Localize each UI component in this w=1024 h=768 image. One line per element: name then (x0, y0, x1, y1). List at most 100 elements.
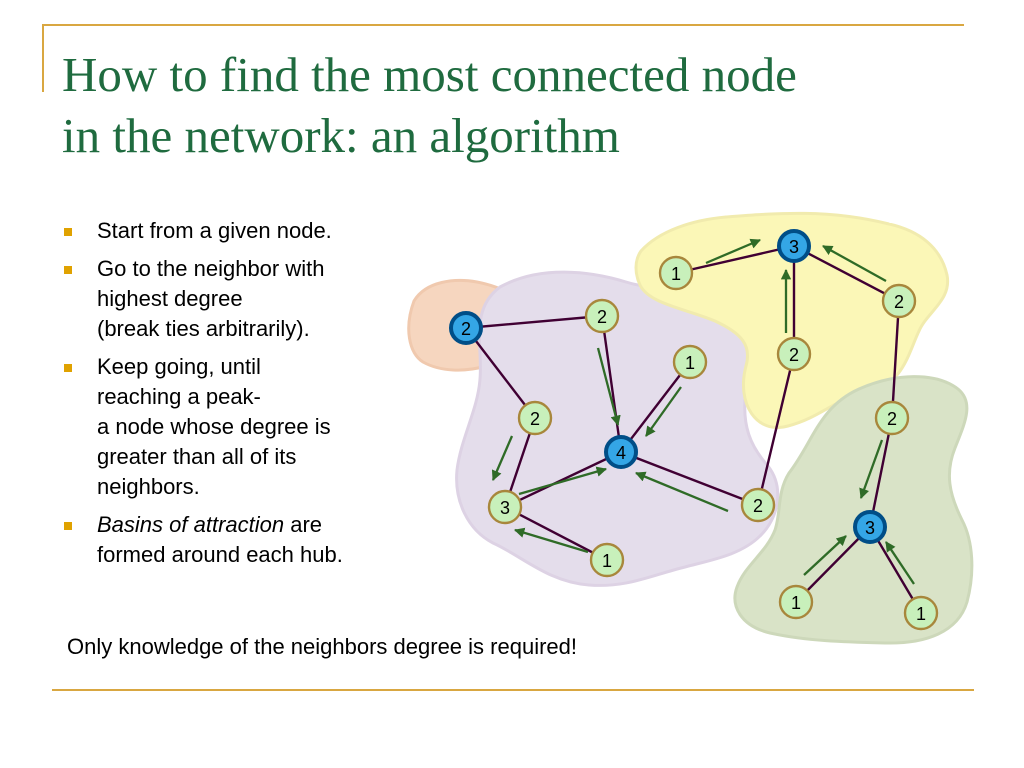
node-circle (776, 336, 812, 372)
node-circle (903, 595, 939, 631)
node-degree-label: 1 (685, 353, 695, 373)
basins-emphasis: Basins of attraction (97, 512, 285, 537)
network-node-green-hub: 3 (853, 510, 887, 544)
node-degree-label: 3 (500, 498, 510, 518)
edge-orange-purple-top (464, 314, 604, 330)
hub-node-circle (449, 311, 483, 345)
edge-purple-left-three (503, 416, 537, 509)
network-node-purple-bottom: 1 (589, 542, 625, 578)
arrow-purple-one-to-three (514, 527, 589, 554)
arrow-purple-left-to-three (491, 435, 514, 481)
network-edges (464, 244, 923, 615)
purple-basin-area (455, 270, 780, 587)
bullet-basins-line-2: formed around each hub. (97, 542, 343, 567)
network-node-purple-top: 2 (584, 298, 620, 334)
network-node-purple-three: 3 (487, 489, 523, 525)
bullet-peak: Keep going, until reaching a peak- a nod… (64, 352, 424, 502)
yellow-basin-area (634, 211, 950, 429)
network-node-purple-left: 2 (517, 400, 553, 436)
network-node-purple-bottom-right: 2 (740, 487, 776, 523)
node-degree-label: 1 (602, 551, 612, 571)
node-degree-label: 2 (894, 292, 904, 312)
arrow-to-yellow-hub-right (822, 244, 887, 283)
node-circle (874, 400, 910, 436)
node-circle (672, 344, 708, 380)
arrow-purple-top-to-hub (596, 347, 621, 427)
bullet-peak-line-5: neighbors. (97, 474, 200, 499)
network-node-yellow-right: 2 (881, 283, 917, 319)
edge-yellow-hub-right (792, 244, 901, 303)
node-circle (584, 298, 620, 334)
bullet-basins: Basins of attraction are formed around e… (64, 510, 424, 570)
bullet-neighbor-line-1: Go to the neighbor with (97, 256, 325, 281)
bullet-peak-line-3: a node whose degree is (97, 414, 331, 439)
hub-node-circle (604, 435, 638, 469)
network-node-green-right: 1 (903, 595, 939, 631)
left-accent-rule (42, 24, 44, 92)
orange-basin-area (407, 278, 528, 372)
edge-yellow-left-hub (674, 244, 796, 275)
network-node-orange-hub: 2 (449, 311, 483, 345)
node-degree-label: 4 (616, 443, 626, 463)
network-node-green-top: 2 (874, 400, 910, 436)
edge-green-top-hub (868, 416, 894, 529)
node-circle (778, 584, 814, 620)
node-circle (658, 255, 694, 291)
node-degree-label: 2 (789, 345, 799, 365)
hub-node-circle (853, 510, 887, 544)
edge-green-hub-right (868, 525, 923, 615)
node-circle (881, 283, 917, 319)
network-node-yellow-hub: 3 (777, 229, 811, 263)
edge-orange-purple-left (464, 326, 537, 420)
bullet-basins-line-1: Basins of attraction are (97, 510, 424, 540)
node-degree-label: 1 (791, 593, 801, 613)
node-degree-label: 1 (916, 604, 926, 624)
title-line-1: How to find the most connected node (62, 47, 797, 102)
edge-purple-bottom-right-yellow-middle (756, 352, 796, 507)
network-node-purple-one: 1 (672, 344, 708, 380)
edge-purple-top-hub (600, 314, 623, 454)
network-node-yellow-middle: 2 (776, 336, 812, 372)
edge-purple-bottom-three (503, 505, 609, 562)
arrow-purple-three-to-hub (518, 466, 607, 496)
bullet-neighbor-line-2: highest degree (97, 286, 243, 311)
arrow-green-left-to-hub (803, 535, 847, 576)
bottom-accent-rule (52, 689, 974, 691)
basins-line-rest: are (284, 512, 323, 537)
top-accent-rule (42, 24, 964, 26)
network-node-green-left: 1 (778, 584, 814, 620)
square-bullet-icon (64, 364, 72, 372)
green-basin-area (733, 375, 974, 645)
bullet-peak-line-4: greater than all of its (97, 444, 297, 469)
algorithm-bullets: Start from a given node. Go to the neigh… (64, 216, 424, 578)
node-degree-label: 2 (530, 409, 540, 429)
square-bullet-icon (64, 266, 72, 274)
hub-node-circle (777, 229, 811, 263)
slide-title: How to find the most connected node in t… (62, 44, 982, 166)
edge-green-hub-left (794, 525, 872, 604)
node-degree-label: 2 (753, 496, 763, 516)
square-bullet-icon (64, 522, 72, 530)
footer-note: Only knowledge of the neighbors degree i… (67, 634, 577, 659)
basin-areas (407, 211, 974, 645)
bullet-peak-line-1: Keep going, until (97, 354, 261, 379)
bullet-neighbor-line-3: (break ties arbitrarily). (97, 316, 310, 341)
edge-yellow-right-green-top (890, 299, 901, 420)
edge-purple-one-hub (619, 360, 692, 454)
attraction-arrows (491, 238, 915, 585)
title-line-2: in the network: an algorithm (62, 108, 620, 163)
arrow-green-right-to-hub (885, 541, 915, 585)
bullet-start-line-1: Start from a given node. (97, 218, 332, 243)
node-degree-label: 2 (461, 319, 471, 339)
arrow-purple-one-to-hub (645, 386, 682, 437)
node-degree-label: 3 (865, 518, 875, 538)
edge-purple-hub-bottom-right (619, 450, 760, 507)
node-degree-label: 2 (887, 409, 897, 429)
arrow-purple-bottom-right-to-hub (635, 471, 729, 513)
arrow-to-yellow-hub-left (705, 238, 761, 265)
node-circle (589, 542, 625, 578)
node-degree-label: 3 (789, 237, 799, 257)
bullet-neighbor: Go to the neighbor with highest degree (… (64, 254, 424, 344)
edge-purple-three-hub (503, 450, 623, 509)
